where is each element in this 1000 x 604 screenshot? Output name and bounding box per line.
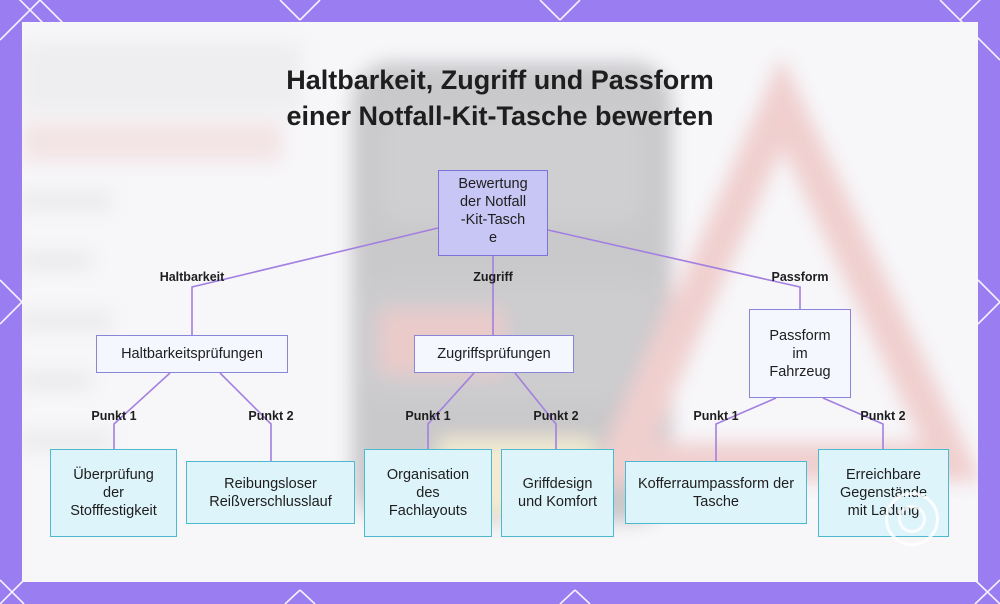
label-pass-punkt-1: Punkt 1: [693, 409, 739, 423]
label-zug-punkt-1: Punkt 1: [405, 409, 451, 423]
label-halt-punkt-1: Punkt 1: [91, 409, 137, 423]
label-halt-punkt-2: Punkt 2: [248, 409, 294, 423]
edge-root-haltbarkeit: [191, 227, 439, 335]
leaf-stofffestigkeit: Überprüfung der Stofffestigkeit: [50, 449, 177, 537]
leaf-fachlayout: Organisation des Fachlayouts: [364, 449, 492, 537]
edge-pass-p2: [822, 397, 884, 449]
root-node: Bewertung der Notfall-Kit-Tasche: [438, 170, 548, 256]
mid-node-zugriff: Zugriffsprüfungen: [414, 335, 574, 373]
edge-halt-p1: [113, 372, 171, 449]
label-pass-punkt-2: Punkt 2: [860, 409, 906, 423]
watermark-logo-icon: [885, 492, 939, 546]
label-zugriff: Zugriff: [473, 270, 513, 284]
mid-node-passform: Passform im Fahrzeug: [749, 309, 851, 398]
root-node-text: Bewertung der Notfall-Kit-Tasche: [458, 176, 528, 246]
edge-zug-p1: [427, 372, 475, 449]
edge-zug-p2: [514, 372, 557, 449]
title-line-1: Haltbarkeit, Zugriff und Passform: [286, 65, 714, 95]
label-zug-punkt-2: Punkt 2: [533, 409, 579, 423]
edge-pass-p1: [715, 397, 777, 461]
title-line-2: einer Notfall-Kit-Tasche bewerten: [286, 101, 714, 131]
label-haltbarkeit: Haltbarkeit: [159, 270, 225, 284]
leaf-griffdesign: Griffdesign und Komfort: [501, 449, 614, 537]
edge-root-passform: [547, 229, 801, 309]
leaf-kofferraumpassform: Kofferraumpassform der Tasche: [625, 461, 807, 524]
label-passform: Passform: [771, 270, 829, 284]
edge-halt-p2: [219, 372, 272, 461]
diagram-title: Haltbarkeit, Zugriff und Passform einer …: [0, 62, 1000, 134]
leaf-erreichbare-gegenstaende: Erreichbare Gegenstände mit Ladung: [818, 449, 949, 537]
mid-node-haltbarkeit: Haltbarkeitsprüfungen: [96, 335, 288, 373]
leaf-reissverschluss: Reibungsloser Reißverschlusslauf: [186, 461, 355, 524]
